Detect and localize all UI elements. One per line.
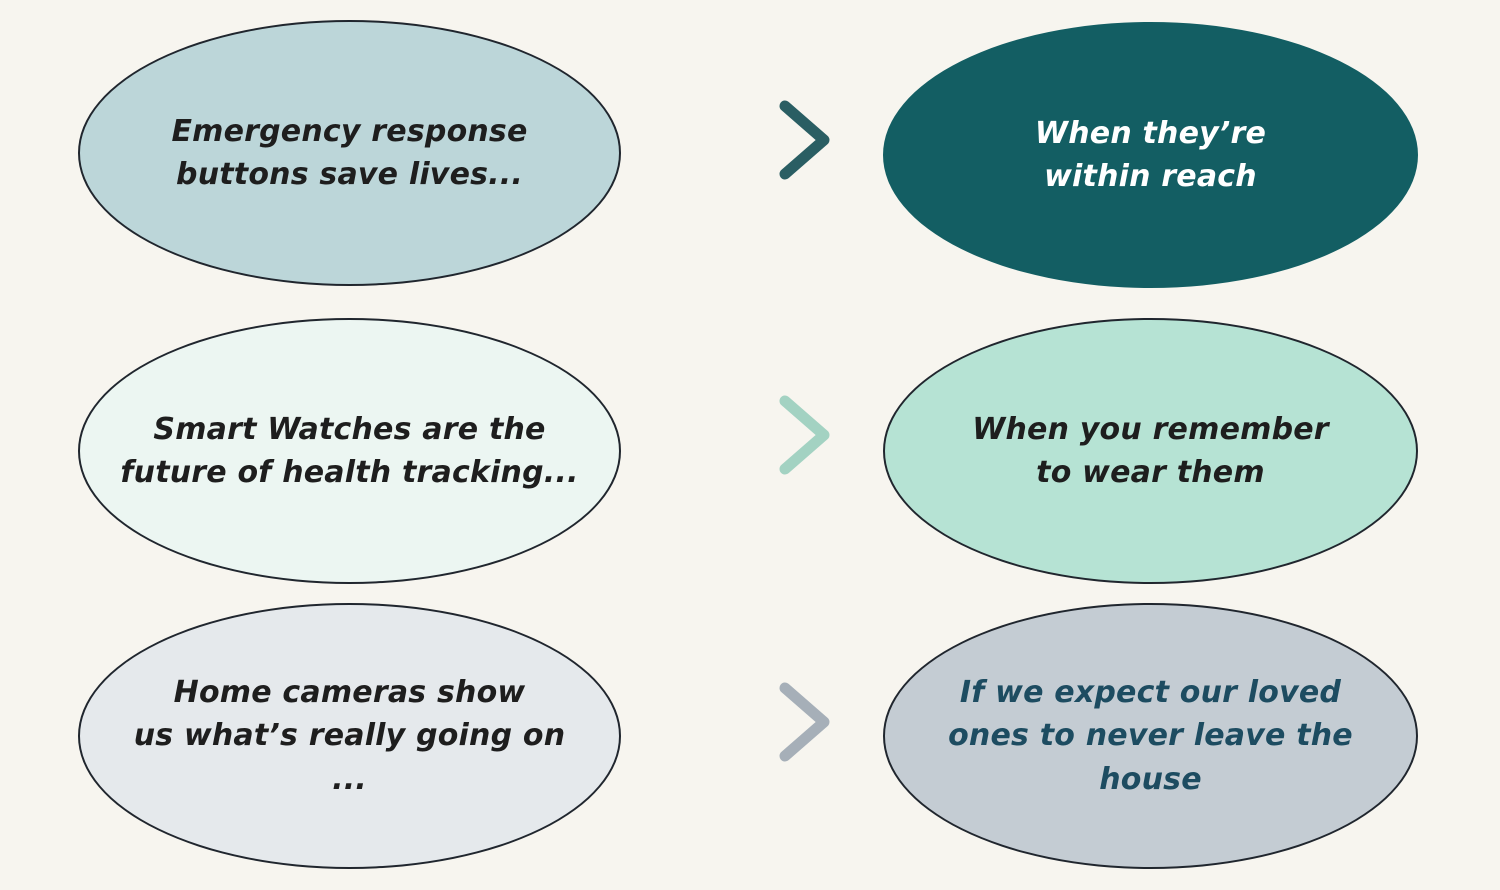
- claim-text-row2: Smart Watches are the future of health t…: [80, 408, 618, 495]
- reality-row1-line1: When they’re: [1034, 115, 1267, 151]
- reality-ellipse-row3: If we expect our loved ones to never lea…: [883, 603, 1418, 869]
- claim-ellipse-row3: Home cameras show us what’s really going…: [78, 603, 621, 869]
- reality-row1-line2: within reach: [1044, 159, 1257, 194]
- claim-ellipse-row2: Smart Watches are the future of health t…: [78, 318, 621, 584]
- arrow-icon-row1: [660, 100, 830, 180]
- reality-row2-line1: When you remember: [972, 411, 1329, 447]
- reality-ellipse-row1: When they’re within reach: [883, 22, 1418, 288]
- reality-text-row1: When they’re within reach: [995, 112, 1306, 199]
- claim-ellipse-row1: Emergency response buttons save lives...: [78, 20, 621, 286]
- claim-text-row1: Emergency response buttons save lives...: [131, 110, 567, 197]
- claim-text-row3: Home cameras show us what’s really going…: [80, 671, 619, 802]
- claim-row1-line2: buttons save lives...: [176, 157, 523, 192]
- reality-row3-line2: ones to never leave the house: [948, 718, 1353, 797]
- reality-row3-line1: If we expect our loved: [959, 674, 1342, 710]
- arrow-icon-row3: [660, 682, 830, 762]
- reality-text-row2: When you remember to wear them: [932, 408, 1369, 495]
- reality-ellipse-row2: When you remember to wear them: [883, 318, 1418, 584]
- reality-row2-line2: to wear them: [1036, 455, 1265, 490]
- reality-text-row3: If we expect our loved ones to never lea…: [885, 671, 1416, 802]
- claim-row3-line1: Home cameras show: [173, 674, 526, 710]
- arrow-icon-row2: [660, 395, 830, 475]
- claim-row3-line2: us what’s really going on ...: [133, 718, 566, 797]
- claim-row1-line1: Emergency response: [171, 113, 528, 149]
- claim-row2-line1: Smart Watches are the: [153, 411, 546, 447]
- claim-row2-line2: future of health tracking...: [120, 455, 579, 490]
